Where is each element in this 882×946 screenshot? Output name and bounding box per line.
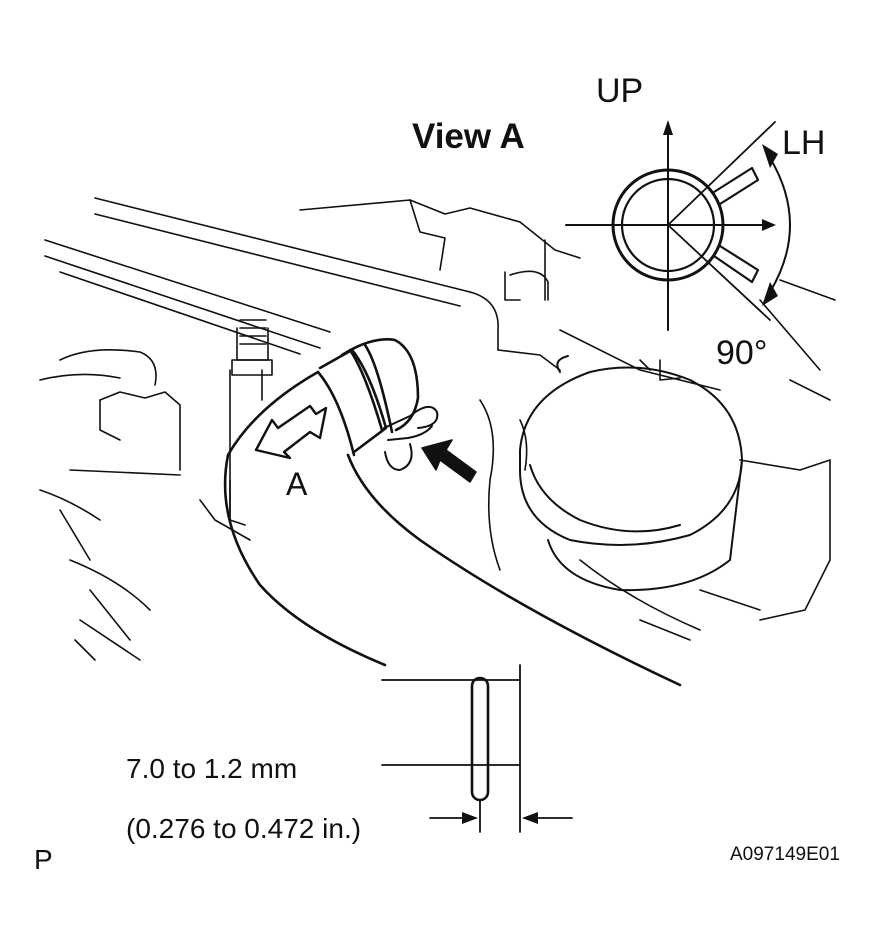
dimension-in-label: (0.276 to 0.472 in.) (126, 813, 362, 844)
radiator-cap (519, 355, 743, 592)
view-marker-label: A (286, 466, 308, 502)
lh-label: LH (782, 124, 826, 162)
corner-mark: P (34, 844, 53, 875)
view-a-inset (565, 120, 791, 331)
dimension-detail (381, 664, 573, 833)
angle-label: 90° (716, 334, 768, 372)
view-a-hollow-arrow (254, 404, 328, 460)
up-label: UP (596, 72, 644, 110)
clamp-pointer-arrow (421, 439, 477, 483)
radiator-hose (223, 338, 682, 687)
engine-background (39, 197, 836, 661)
figure-code: A097149E01 (730, 844, 840, 865)
view-a-title: View A (412, 117, 525, 156)
dimension-mm-label: 7.0 to 1.2 mm (126, 753, 298, 784)
hose-clamp (383, 405, 439, 471)
